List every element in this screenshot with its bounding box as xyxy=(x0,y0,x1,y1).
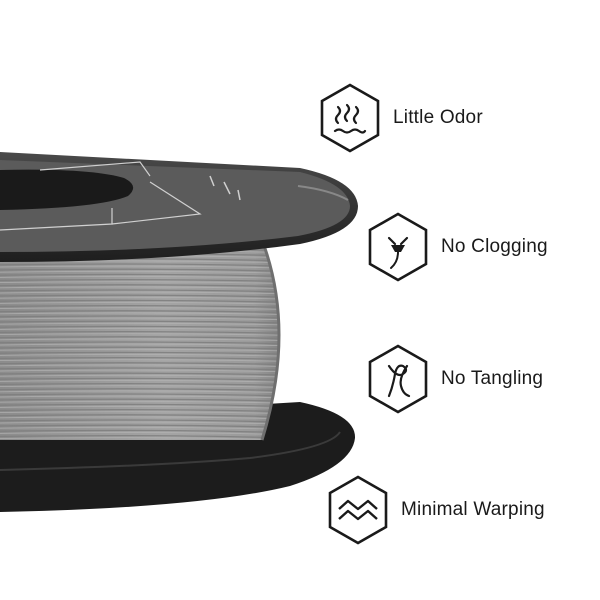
feature-no-tangling: No Tangling xyxy=(367,344,543,414)
feature-label: Little Odor xyxy=(393,107,483,128)
feature-minimal-warping: Minimal Warping xyxy=(327,475,545,545)
feature-label: No Clogging xyxy=(441,236,548,257)
feature-label: Minimal Warping xyxy=(401,499,545,520)
feature-little-odor: Little Odor xyxy=(319,83,483,153)
filament-winding xyxy=(0,240,279,440)
knot-tangle-icon xyxy=(368,344,428,414)
feature-label: No Tangling xyxy=(441,368,544,389)
steam-odor-icon xyxy=(320,83,380,153)
nozzle-clog-icon xyxy=(368,212,428,282)
feature-no-clogging: No Clogging xyxy=(367,212,548,282)
zigzag-warp-icon xyxy=(328,475,388,545)
spool-hub-hole xyxy=(0,169,134,210)
